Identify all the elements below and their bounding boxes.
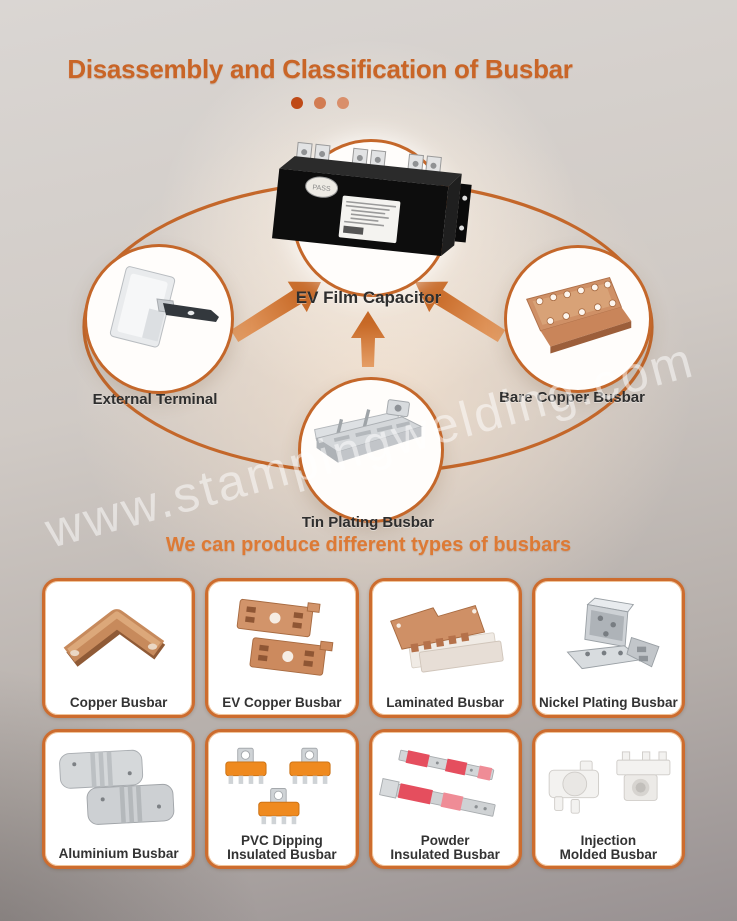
product-card-nickel-plating-busbar: Nickel Plating Busbar <box>531 578 685 718</box>
pvc-dipping-insulated-busbar-image <box>213 737 350 840</box>
bare-copper-busbar-image <box>526 276 632 354</box>
product-label: Nickel Plating Busbar <box>538 695 678 711</box>
ev-film-capacitor-image: PASS <box>272 141 472 257</box>
product-grid: Copper Busbar <box>42 578 685 869</box>
product-card-pvc-dipping-insulated-busbar: PVC Dipping Insulated Busbar <box>205 729 359 869</box>
nickel-plating-busbar-image <box>540 586 677 689</box>
product-card-ev-copper-busbar: EV Copper Busbar <box>205 578 359 718</box>
subtitle: We can produce different types of busbar… <box>165 534 572 556</box>
copper-busbar-image <box>50 586 187 689</box>
arrow-upleft-icon <box>415 281 506 342</box>
product-label: EV Copper Busbar <box>222 695 342 711</box>
product-label: Powder Insulated Busbar <box>390 832 500 863</box>
pass-sticker: PASS <box>312 184 331 193</box>
node-bare-copper-busbar <box>504 245 652 393</box>
title-dot <box>337 97 349 109</box>
tin-plating-busbar-image <box>314 399 423 463</box>
product-card-aluminium-busbar: Aluminium Busbar <box>42 729 196 869</box>
node-label-bare-copper-busbar: Bare Copper Busbar <box>499 389 645 406</box>
header: Disassembly and Classification of Busbar <box>0 54 640 109</box>
product-label: Aluminium Busbar <box>58 846 179 862</box>
product-label: Laminated Busbar <box>386 695 505 711</box>
product-card-copper-busbar: Copper Busbar <box>42 578 196 718</box>
center-node-label: EV Film Capacitor <box>295 288 442 307</box>
node-label-tin-plating-busbar: Tin Plating Busbar <box>301 514 435 531</box>
arrow-up-icon <box>351 311 385 367</box>
product-card-injection-molded-busbar: Injection Molded Busbar <box>531 729 685 869</box>
product-label: PVC Dipping Insulated Busbar <box>227 832 337 863</box>
laminated-busbar-image <box>377 586 514 689</box>
aluminium-busbar-image <box>50 737 187 840</box>
powder-insulated-busbar-image <box>377 737 514 840</box>
page-title: Disassembly and Classification of Busbar <box>67 54 573 84</box>
external-terminal-image <box>109 266 219 348</box>
product-card-powder-insulated-busbar: Powder Insulated Busbar <box>368 729 522 869</box>
product-card-laminated-busbar: Laminated Busbar <box>368 578 522 718</box>
title-dots <box>0 97 640 109</box>
product-label: Injection Molded Busbar <box>559 832 658 863</box>
node-external-terminal <box>84 244 234 394</box>
title-dot <box>314 97 326 109</box>
ev-copper-busbar-image <box>213 586 350 689</box>
product-label: Copper Busbar <box>69 695 168 711</box>
title-dot <box>291 97 303 109</box>
node-tin-plating-busbar <box>298 377 444 523</box>
injection-molded-busbar-image <box>540 737 677 840</box>
node-label-external-terminal: External Terminal <box>92 391 218 408</box>
arrow-upright-icon <box>230 281 321 342</box>
